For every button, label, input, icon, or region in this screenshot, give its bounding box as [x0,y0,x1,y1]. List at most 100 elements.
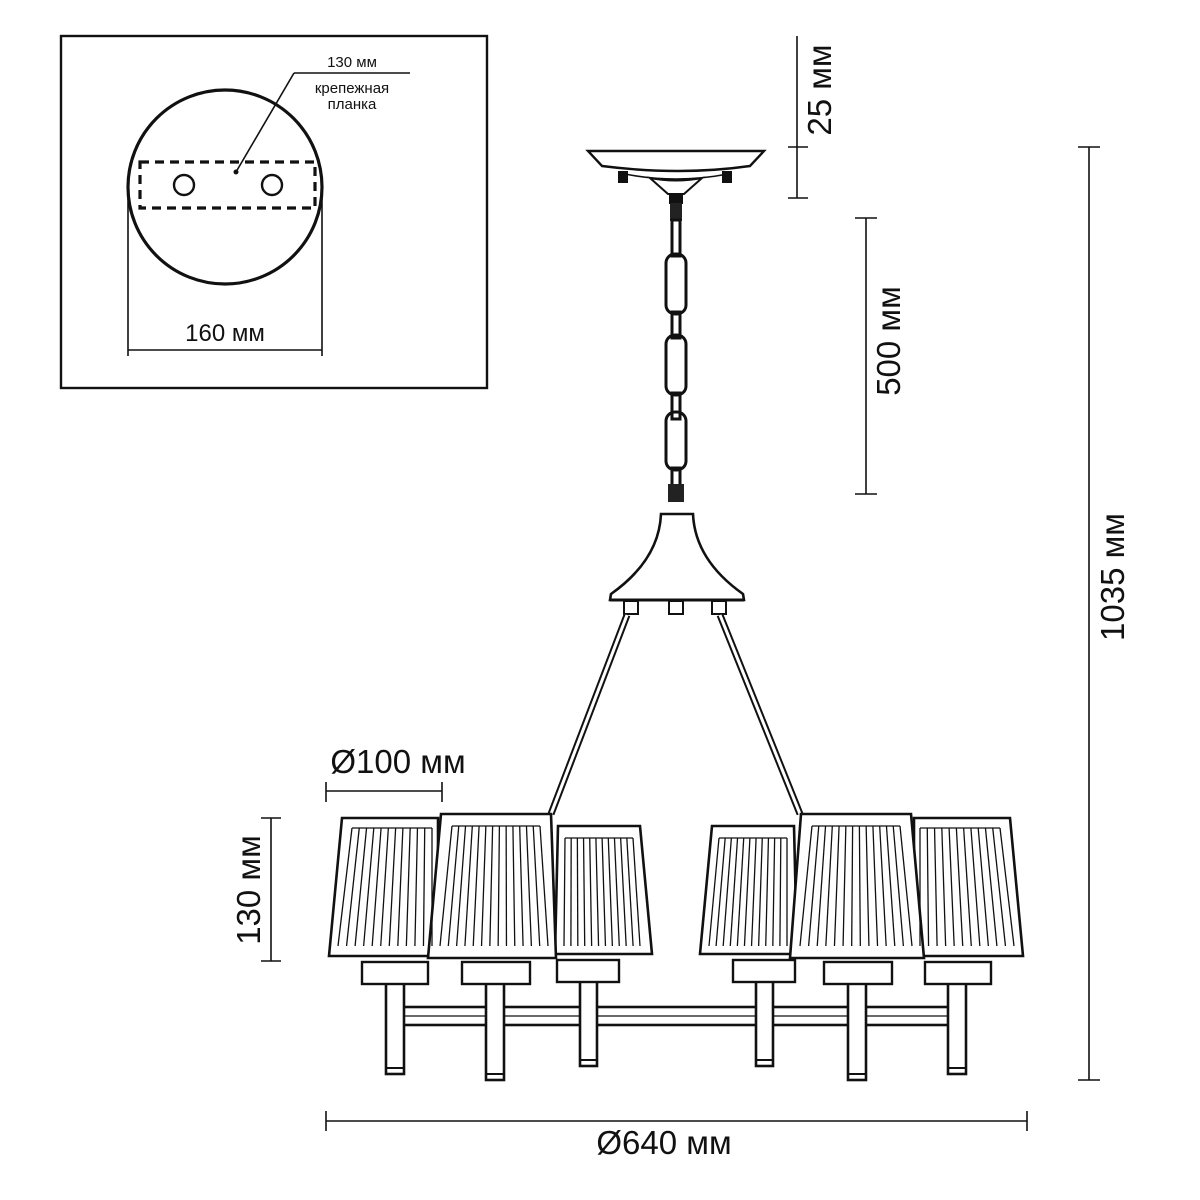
shade-pleat-line [729,837,739,947]
plate-name-line1: крепежная [315,80,389,97]
shade-pleat-line [825,825,833,947]
shade-pleat-line [842,825,847,947]
shade-pleat-line [589,837,593,947]
shade-pleat-line [879,825,887,947]
plate-name-line2: планка [328,96,377,113]
shade-pleat-line [345,827,360,947]
shade-pleat-line [736,837,745,947]
canopy-diameter-label: 160 мм [185,320,265,347]
shade-pleat-line [582,837,586,947]
shade-pleat-line [865,825,870,947]
shade-pleat-line [619,837,627,947]
shade-diameter-label: Ø100 мм [330,743,465,780]
shade-pleat-line [563,837,566,947]
shade-pleat-line [955,827,964,947]
shade-pleat-line [525,825,533,947]
shade-pleat-line [750,837,757,947]
mounting-plate-inset: 130 мм крепежная планка 160 мм [59,34,489,390]
shade-pleat-line [858,825,861,947]
shade-pleat-line [489,825,494,947]
dim-shade-height: 130 мм [230,817,281,962]
shade-height-label: 130 мм [230,835,267,945]
shade-pleat-line [480,825,487,947]
shade-pleat-line [414,827,419,947]
shade-pleat-line [933,827,938,947]
shade-pleat-line [512,825,516,947]
total-height-label: 1035 мм [1094,513,1131,641]
shade-pleat-line [715,837,726,947]
plate-width-label: 130 мм [327,54,377,71]
shade-pleat-line [447,825,460,947]
shade-pleat-line [422,827,426,947]
lamp-cups [360,958,993,986]
dim-canopy-height: 25 мм [788,36,838,199]
shade-pleat-line [977,827,990,947]
shade-pleat-line [439,825,453,947]
plate-leader-line [235,72,295,173]
shade-pleat-line [779,837,782,947]
plate-hole-left [172,173,196,197]
shade-pleat-line [970,827,981,947]
shade-pleat-line [765,837,770,947]
shade-pleat-line [626,837,634,947]
shade-pleat-line [397,827,404,947]
plate-hole-right [260,173,284,197]
shade-pleat-line [722,837,733,947]
ceiling-canopy [585,149,767,204]
shade-pleat-line [872,825,879,947]
shade-front-right [788,812,926,960]
shade-pleats [337,825,1015,947]
chain-length-label: 500 мм [870,286,907,396]
lamp-frame [384,978,968,1082]
shade-pleat-line [999,827,1015,947]
shade-pleat-line [892,825,905,947]
shade-pleat-line [405,827,411,947]
chain [664,203,688,502]
mounting-plate-outline [138,160,317,210]
total-diameter-label: Ø640 мм [596,1124,731,1161]
shade-pleat-line [984,827,998,947]
shade-pleat-line [613,837,620,947]
shade-pleat-line [519,825,524,947]
center-bell [608,512,746,615]
shade-pleat-line [455,825,467,947]
shade-pleat-line [885,825,896,947]
shade-pleat-line [772,837,776,947]
shade-pleat-line [962,827,972,947]
shade-pleat-line [464,825,473,947]
shade-pleat-line [833,825,840,947]
shade-pleat-line [607,837,614,947]
dim-shade-diameter: Ø100 мм [325,743,466,802]
shade-pleat-line [601,837,607,947]
lamp-shades [327,812,1025,960]
shade-pleat-line [380,827,390,947]
shade-pleat-line [757,837,763,947]
dim-total-height: 1035 мм [1078,146,1131,1081]
shade-pleat-line [992,827,1007,947]
inset-frame [59,34,489,390]
shade-pleat-line [362,827,375,947]
shade-pleat-line [595,837,600,947]
shade-pleat-line [948,827,955,947]
shade-pleat-line [337,827,353,947]
shade-pleat-line [899,825,913,947]
shade-pleat-line [472,825,480,947]
canopy-height-label: 25 мм [801,44,838,135]
canopy-circle [126,88,324,286]
shade-pleat-line [354,827,368,947]
shade-pleat-line [926,827,930,947]
shade-pleat-line [388,827,397,947]
shade-pleat-line [851,825,854,947]
shade-pleat-line [708,837,720,947]
suspension-rods [547,613,804,816]
shade-pleat-line [497,825,501,947]
shade-pleat-line [816,825,827,947]
shade-pleat-line [539,825,549,947]
shade-pleat-line [799,825,813,947]
shade-pleat-line [807,825,820,947]
shade-pleat-line [371,827,382,947]
dim-total-diameter: Ø640 мм [325,1111,1028,1161]
shade-pleat-line [632,837,641,947]
dim-chain-length: 500 мм [855,217,907,495]
